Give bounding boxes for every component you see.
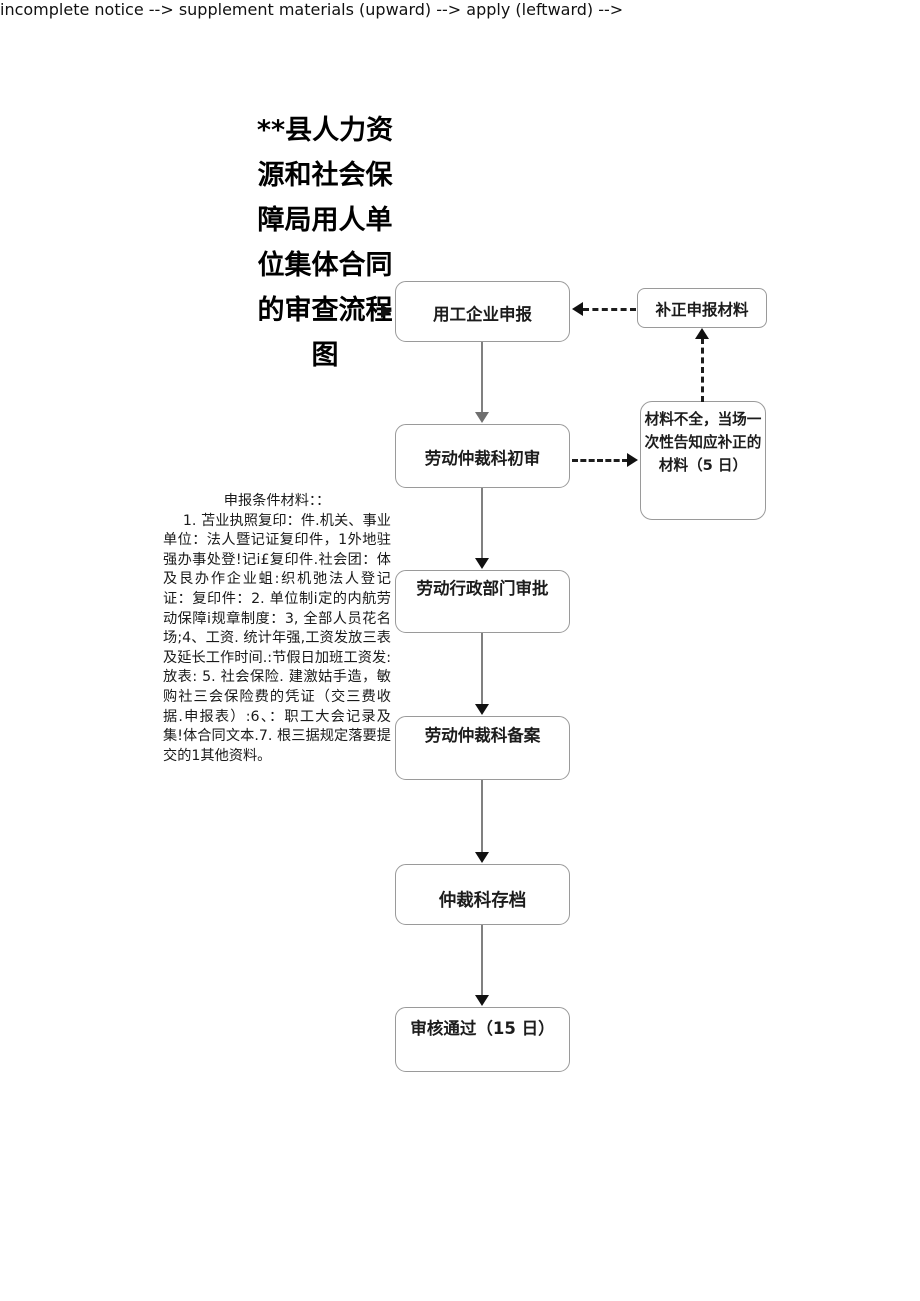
requirements-heading: 申报条件材料：：: [223, 493, 331, 509]
node-arbitration-archive[interactable]: 仲裁科存档: [395, 864, 570, 925]
connector-record-filing-to-archive: [481, 780, 483, 856]
arrow-down-icon: [475, 852, 489, 863]
arrow-down-icon: [475, 412, 489, 423]
connector-first-review-to-incomplete-notice: [572, 459, 628, 462]
requirements-body: 1. 苫业执照复印：件.机关、事业单位：法人暨记证复印件，1外地驻强办事处登!记…: [163, 512, 391, 764]
node-label: 审核通过（15 日）: [410, 1019, 555, 1038]
node-arbitration-record-filing[interactable]: 劳动仲裁科备案: [395, 716, 570, 780]
node-label: 劳动行政部门审批: [416, 579, 549, 598]
node-labor-admin-approval[interactable]: 劳动行政部门审批: [395, 570, 570, 633]
connector-admin-approval-to-record-filing: [481, 633, 483, 707]
node-label: 劳动仲裁科备案: [424, 726, 541, 745]
arrow-down-icon: [475, 995, 489, 1006]
node-label: 仲裁科存档: [438, 891, 527, 911]
node-label: 劳动仲裁科初审: [424, 449, 541, 468]
arrow-up-icon: [695, 328, 709, 339]
requirements-text-block: 申报条件材料：： 1. 苫业执照复印：件.机关、事业单位：法人暨记证复印件，1外…: [163, 492, 391, 766]
connector-first-review-to-admin-approval: [481, 488, 483, 562]
node-label: 补正申报材料: [655, 300, 749, 319]
connector-archive-to-approved: [481, 925, 483, 997]
arrow-down-icon: [475, 704, 489, 715]
arrow-right-icon: [627, 453, 638, 467]
connector-apply-to-first-review: [481, 342, 483, 414]
connector-supplement-materials-to-apply: [583, 308, 636, 311]
node-supplement-application-materials[interactable]: 补正申报材料: [637, 288, 767, 328]
entry-arrow-icon: [381, 304, 392, 318]
connector-incomplete-notice-to-supplement-materials: [701, 338, 704, 402]
node-arbitration-first-review[interactable]: 劳动仲裁科初审: [395, 424, 570, 488]
node-employer-application[interactable]: 用工企业申报: [395, 281, 570, 342]
arrow-down-icon: [475, 558, 489, 569]
node-review-passed[interactable]: 审核通过（15 日）: [395, 1007, 570, 1072]
node-incomplete-materials-notice[interactable]: 材料不全，当场一次性告知应补正的材料（5 日）: [640, 401, 766, 520]
arrow-left-icon: [572, 302, 583, 316]
page-title: **县人力资源和社会保障局用人单位集体合同的审查流程图: [256, 115, 394, 371]
node-label: 用工企业申报: [433, 304, 532, 324]
node-label: 材料不全，当场一次性告知应补正的材料（5 日）: [644, 411, 762, 474]
